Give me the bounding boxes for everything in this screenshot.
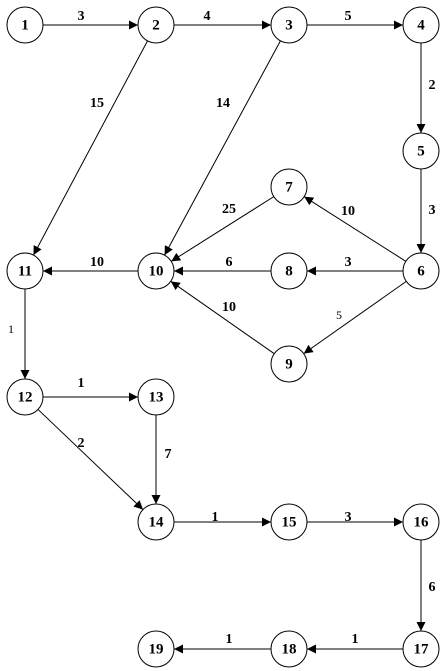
edge-weight-label-6-8: 3: [345, 255, 352, 270]
node-label-7: 7: [285, 179, 293, 195]
edge-weight-label-9-10: 10: [222, 300, 236, 315]
node-label-9: 9: [285, 356, 293, 372]
edge-weight-label-6-9: 5: [336, 308, 342, 322]
node-circle-14: [137, 503, 175, 541]
edge-9-to-10: [170, 280, 275, 355]
node-5: 5: [402, 132, 440, 170]
edge-weight-label-14-15: 1: [212, 510, 219, 525]
edge-weight-label-13-14: 7: [165, 447, 172, 462]
node-18: 18: [270, 630, 308, 668]
node-circle-5: [402, 132, 440, 170]
node-16: 16: [402, 503, 440, 541]
edge-weight-label-15-16: 3: [345, 510, 352, 525]
node-circle-12: [6, 378, 44, 416]
node-9: 9: [270, 345, 308, 383]
node-2: 2: [137, 6, 175, 44]
node-19: 19: [137, 630, 175, 668]
node-13: 13: [137, 378, 175, 416]
edge-weight-label-18-19: 1: [226, 632, 233, 647]
edge-6-to-7: [303, 196, 407, 262]
edge-weight-label-10-11: 10: [90, 255, 104, 270]
edge-weight-label-4-5: 2: [429, 78, 436, 93]
node-15: 15: [270, 503, 308, 541]
node-label-1: 1: [21, 17, 29, 33]
node-circle-10: [137, 252, 175, 290]
node-circle-4: [402, 6, 440, 44]
node-circle-7: [270, 168, 308, 206]
node-label-3: 3: [285, 17, 293, 33]
node-label-4: 4: [417, 17, 425, 33]
node-circle-13: [137, 378, 175, 416]
edge-weight-label-11-12: 1: [8, 322, 14, 336]
edge-weight-label-1-2: 3: [78, 9, 85, 24]
edge-weight-label-7-10: 25: [222, 202, 236, 217]
edge-weight-label-3-4: 5: [345, 9, 352, 24]
node-circle-19: [137, 630, 175, 668]
node-circle-3: [270, 6, 308, 44]
edge-weight-label-2-11: 15: [90, 96, 104, 111]
node-label-2: 2: [152, 17, 160, 33]
node-label-15: 15: [282, 514, 297, 530]
node-circle-18: [270, 630, 308, 668]
edge-2-to-11: [33, 40, 148, 256]
node-label-12: 12: [18, 389, 33, 405]
node-8: 8: [270, 252, 308, 290]
node-circle-2: [137, 6, 175, 44]
node-label-14: 14: [149, 514, 165, 530]
node-label-6: 6: [417, 263, 425, 279]
edge-weight-label-5-6: 3: [429, 203, 436, 218]
edge-7-to-10: [170, 196, 275, 262]
node-circle-15: [270, 503, 308, 541]
node-circle-17: [402, 630, 440, 668]
node-label-18: 18: [282, 641, 297, 657]
node-1: 1: [6, 6, 44, 44]
node-4: 4: [402, 6, 440, 44]
node-circle-1: [6, 6, 44, 44]
node-14: 14: [137, 503, 175, 541]
edge-weight-label-2-3: 4: [204, 9, 211, 24]
edge-weight-label-6-7: 10: [341, 204, 355, 219]
edge-6-to-9: [303, 280, 407, 355]
node-circle-6: [402, 252, 440, 290]
edge-weight-label-8-10: 6: [226, 255, 233, 270]
node-label-10: 10: [149, 263, 164, 279]
edge-12-to-14: [37, 409, 144, 510]
node-circle-11: [6, 252, 44, 290]
node-label-17: 17: [414, 641, 430, 657]
node-6: 6: [402, 252, 440, 290]
node-3: 3: [270, 6, 308, 44]
node-7: 7: [270, 168, 308, 206]
node-10: 10: [137, 252, 175, 290]
node-circle-16: [402, 503, 440, 541]
node-label-5: 5: [417, 143, 425, 159]
node-12: 12: [6, 378, 44, 416]
edge-weight-label-17-18: 1: [352, 632, 359, 647]
node-label-19: 19: [149, 641, 164, 657]
node-17: 17: [402, 630, 440, 668]
edge-weight-label-12-14: 2: [78, 436, 85, 451]
node-circle-8: [270, 252, 308, 290]
node-circle-9: [270, 345, 308, 383]
node-11: 11: [6, 252, 44, 290]
edge-3-to-10: [164, 40, 281, 256]
node-label-8: 8: [285, 263, 293, 279]
node-label-16: 16: [414, 514, 430, 530]
edge-weight-label-12-13: 1: [78, 376, 85, 391]
edge-weight-label-3-10: 14: [216, 96, 230, 111]
node-label-13: 13: [149, 389, 164, 405]
node-label-11: 11: [18, 263, 32, 279]
edge-weight-label-16-17: 6: [429, 580, 436, 595]
